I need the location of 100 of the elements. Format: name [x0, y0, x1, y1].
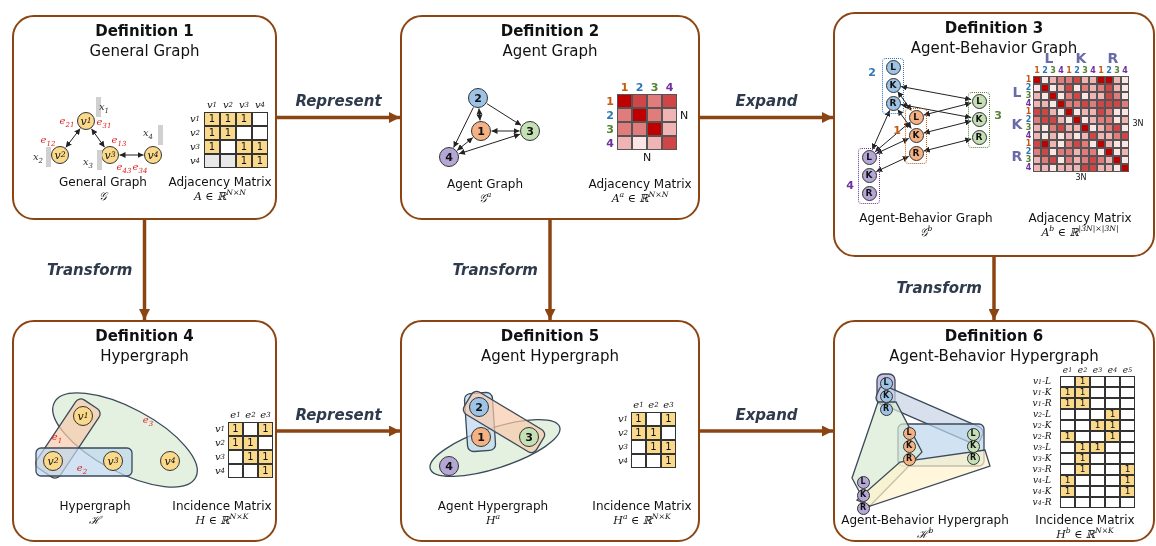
panel-subtitle: General Graph — [89, 43, 200, 61]
matrix-cell: 1 — [220, 126, 236, 140]
arrow — [871, 109, 891, 151]
vertex-circle: K — [885, 77, 901, 93]
caption: Agent Graph — [446, 178, 524, 192]
matrix-cell: 1 — [204, 140, 220, 154]
feature-label: x$_{1}$ — [98, 102, 110, 112]
matrix-cell: 1 — [236, 154, 252, 168]
arrow — [897, 91, 912, 111]
edge-name: e$_{21}$ — [59, 116, 75, 126]
feature-label: x$_{3}$ — [82, 157, 94, 167]
index-label: 4 — [664, 80, 675, 94]
matrix-cell: 1 — [661, 440, 676, 454]
definition-panel — [400, 320, 700, 542]
feature-label: x$_{4}$ — [142, 128, 154, 138]
index-label: 2 — [1024, 148, 1033, 156]
matrix-cell: 1 — [243, 450, 258, 464]
math-symbol: A ∈ ℝ$^{N×N}$ — [193, 191, 247, 204]
math-symbol: ℋ — [89, 515, 101, 528]
matrix-cell: 1 — [258, 450, 273, 464]
matrix-cell: 1 — [631, 426, 646, 440]
index-label: 1 — [1097, 66, 1105, 76]
edge-name: e$_{2}$ — [76, 463, 88, 473]
edge-name: e$_{1}$ — [51, 432, 63, 442]
matrix-cell: 1 — [631, 412, 646, 426]
arrow — [544, 220, 556, 320]
group-label: 2 — [868, 66, 876, 78]
index-label: 2 — [1105, 66, 1113, 76]
index-label: 3 — [1024, 124, 1033, 132]
index-label: 1 — [619, 80, 630, 94]
index-label: 1 — [605, 94, 615, 108]
caption: Adjacency Matrix — [1028, 212, 1132, 226]
caption: Hypergraph — [59, 500, 131, 514]
arrow — [875, 155, 910, 173]
index-label: 2 — [634, 80, 645, 94]
arrow — [875, 137, 910, 155]
arrow — [119, 152, 144, 158]
caption: Agent-Behavior Hypergraph — [841, 514, 1009, 527]
vertex-circle: K — [971, 111, 987, 127]
edge-name: e$_{12}$ — [40, 135, 56, 145]
math-symbol: H ∈ ℝ$^{N×K}$ — [195, 515, 249, 528]
panel-title: Definition 4 — [95, 328, 194, 346]
matrix-cell: 1 — [220, 112, 236, 126]
arrow — [923, 101, 972, 117]
arrow — [923, 137, 972, 153]
definition-panel — [833, 320, 1155, 542]
matrix-cell: 1 — [1120, 475, 1135, 486]
math-symbol: H$^{a}$ — [485, 515, 501, 528]
vertex-circle: 1 — [471, 121, 491, 141]
arrow — [486, 103, 522, 126]
math-symbol: H$^{b}$ ∈ ℝ$^{N×K}$ — [1056, 529, 1114, 542]
matrix-cell: 1 — [228, 436, 243, 450]
math-symbol: 𝒢$^{a}$ — [478, 193, 492, 206]
matrix-label: N — [641, 150, 653, 164]
behavior-label: R — [1106, 50, 1120, 66]
index-label: 4 — [1024, 132, 1033, 140]
panel-subtitle: Agent-Behavior Hypergraph — [889, 348, 1099, 366]
arrow — [458, 133, 521, 155]
arrow — [923, 119, 972, 135]
behavior-label: R — [1010, 147, 1024, 166]
math-symbol: A$^{b}$ ∈ ℝ$^{|3N|×|3N|}$ — [1041, 227, 1119, 240]
vertex-circle: L — [971, 93, 987, 109]
vertex-circle: L — [885, 59, 901, 75]
matrix-cell: 1 — [228, 422, 243, 436]
matrix-cell: 1 — [236, 112, 252, 126]
edge-label: Expand — [733, 406, 800, 423]
panel-subtitle: Agent Graph — [502, 43, 598, 61]
caption: Incidence Matrix — [1035, 514, 1135, 527]
behavior-label: K — [1075, 50, 1088, 66]
math-symbol: A$^{a}$ ∈ ℝ$^{N×N}$ — [611, 193, 669, 206]
arrow — [874, 121, 911, 153]
caption: General Graph — [59, 176, 147, 190]
index-label: 1 — [1065, 66, 1073, 76]
edge-name: e$_{31}$ — [96, 117, 112, 127]
vertex-circle: R — [856, 501, 870, 515]
index-label: 2 — [605, 108, 615, 122]
index-label: 4 — [1024, 164, 1033, 172]
matrix-cell: 1 — [252, 140, 268, 154]
matrix-cell: 1 — [258, 464, 273, 478]
index-label: 3 — [1113, 66, 1121, 76]
index-label: 4 — [1089, 66, 1097, 76]
index-label: 3 — [649, 80, 660, 94]
vertex-circle: R — [908, 145, 924, 161]
vertex-circle: R — [861, 185, 877, 201]
vertex-circle: R — [885, 95, 901, 111]
matrix-cell: 1 — [204, 112, 220, 126]
behavior-label: L — [1011, 83, 1023, 102]
matrix-label: N — [678, 108, 690, 122]
arrow — [277, 425, 400, 437]
index-label: 3 — [1049, 66, 1057, 76]
vertex-circle: 4 — [439, 147, 459, 167]
behavior-label: K — [1010, 115, 1024, 134]
edge-label: Represent — [293, 93, 384, 110]
arrow — [139, 220, 150, 320]
index-label: 2 — [1073, 66, 1081, 76]
arrow — [277, 112, 400, 123]
panel-subtitle: Agent Hypergraph — [481, 348, 619, 366]
panel-title: Definition 6 — [944, 328, 1044, 346]
index-label: 1 — [1024, 108, 1033, 116]
index-label: 4 — [1024, 100, 1033, 108]
